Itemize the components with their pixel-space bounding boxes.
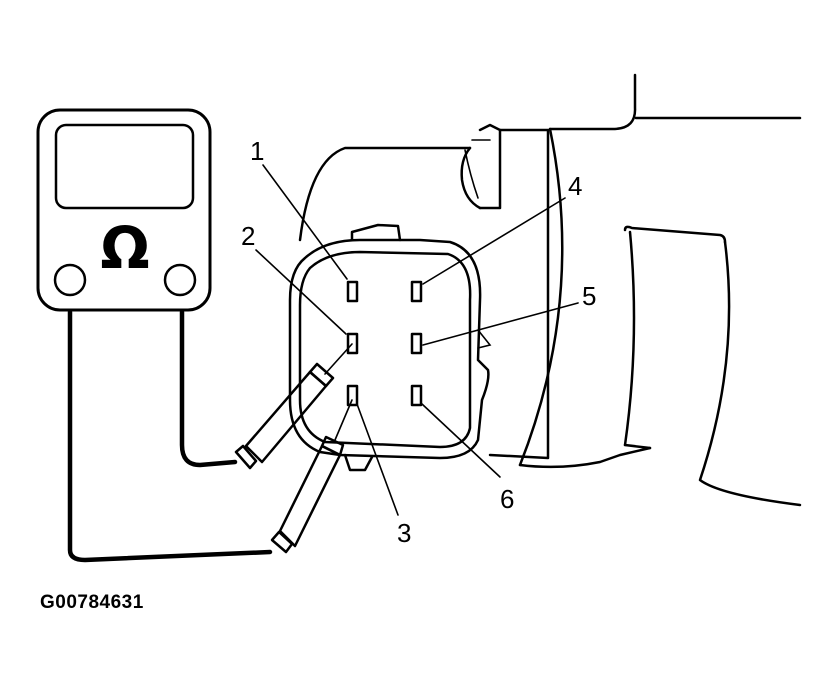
callout-1: 1: [250, 136, 264, 166]
sensor-housing: [298, 73, 802, 507]
ohmmeter: Ω: [36, 108, 212, 312]
meter-display: [54, 123, 195, 210]
terminal-3: [346, 384, 359, 407]
lead-wire-upper: [179, 309, 238, 468]
terminal-2: [346, 332, 359, 355]
callout-leaders: [255, 164, 579, 516]
connector-terminals: [346, 280, 423, 407]
callout-4: 4: [568, 171, 582, 201]
connector-face: [288, 223, 492, 472]
terminal-4: [410, 280, 423, 303]
callout-6: 6: [500, 484, 514, 514]
lead-wire-lower: [67, 309, 273, 563]
meter-jack-right: [163, 263, 197, 297]
figure-code: G00784631: [40, 592, 144, 613]
callout-3: 3: [397, 518, 411, 548]
probe-lower: [270, 399, 353, 554]
terminal-6: [410, 384, 423, 407]
probe-upper: [234, 343, 353, 470]
ohm-symbol: Ω: [100, 214, 149, 282]
terminal-5: [410, 332, 423, 355]
meter-jack-left: [53, 263, 87, 297]
terminal-1: [346, 280, 359, 303]
callout-5: 5: [582, 281, 596, 311]
test-leads: [67, 309, 353, 563]
callout-2: 2: [241, 221, 255, 251]
